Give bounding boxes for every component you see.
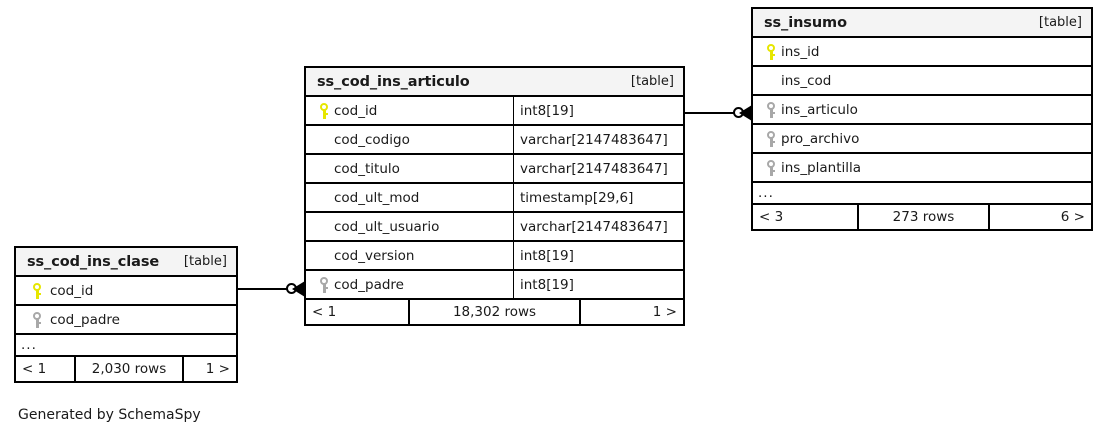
table-header: ss_cod_ins_clase [table] [16, 248, 236, 277]
table-ss_cod_ins_clase[interactable]: ss_cod_ins_clase [table] cod_id cod_padr… [14, 246, 238, 383]
table-title: ss_insumo [764, 14, 847, 31]
footer-child-count[interactable]: 1 > [652, 304, 677, 320]
footer-parent-count[interactable]: < 3 [759, 209, 784, 225]
cardinality-many-marker [292, 281, 305, 297]
column-type: varchar[2147483647] [513, 213, 683, 240]
footer-row-count: 2,030 rows [74, 357, 184, 381]
generated-by-credit: Generated by SchemaSpy [18, 407, 201, 423]
footer-child-count[interactable]: 6 > [1060, 209, 1085, 225]
table-row[interactable]: cod_padre int8[19] [306, 271, 683, 300]
primary-key-icon [761, 43, 781, 60]
primary-key-icon [314, 102, 334, 119]
table-row[interactable]: cod_padre [16, 306, 236, 335]
table-row[interactable]: ins_plantilla [753, 154, 1091, 183]
footer-parent-count[interactable]: < 1 [312, 304, 337, 320]
column-name: ins_plantilla [781, 159, 862, 176]
table-type-tag: [table] [1038, 15, 1082, 30]
column-name: cod_padre [50, 311, 120, 328]
table-row[interactable]: cod_id int8[19] [306, 97, 683, 126]
column-type: varchar[2147483647] [513, 155, 683, 182]
foreign-key-icon [761, 101, 781, 118]
column-name: cod_ult_mod [334, 189, 420, 206]
column-type: int8[19] [513, 242, 683, 269]
column-name: cod_titulo [334, 160, 400, 177]
table-row[interactable]: cod_codigo varchar[2147483647] [306, 126, 683, 155]
table-columns: ins_id ins_cod ins_articulo pro_ar [753, 38, 1091, 229]
table-row[interactable]: cod_titulo varchar[2147483647] [306, 155, 683, 184]
foreign-key-icon [761, 159, 781, 176]
table-header: ss_cod_ins_articulo [table] [306, 68, 683, 97]
more-columns-ellipsis: ... [16, 335, 236, 357]
relationship-line [684, 112, 736, 114]
column-type: timestamp[29,6] [513, 184, 683, 211]
more-columns-ellipsis: ... [753, 183, 1091, 205]
table-row[interactable]: ins_cod [753, 67, 1091, 96]
table-row[interactable]: ins_id [753, 38, 1091, 67]
table-row[interactable]: cod_ult_mod timestamp[29,6] [306, 184, 683, 213]
table-title: ss_cod_ins_articulo [317, 73, 470, 90]
footer-parent-count[interactable]: < 1 [22, 361, 47, 377]
table-footer: < 3 273 rows 6 > [753, 205, 1091, 229]
column-name: ins_articulo [781, 101, 858, 118]
footer-child-count[interactable]: 1 > [205, 361, 230, 377]
table-row[interactable]: cod_ult_usuario varchar[2147483647] [306, 213, 683, 242]
table-header: ss_insumo [table] [753, 9, 1091, 38]
column-name: ins_cod [781, 72, 832, 89]
foreign-key-icon [314, 276, 334, 293]
table-footer: < 1 18,302 rows 1 > [306, 300, 683, 324]
column-name: cod_id [334, 102, 378, 119]
foreign-key-icon [24, 311, 50, 328]
table-columns: cod_id cod_padre ... < 1 2,030 rows 1 > [16, 277, 236, 381]
column-name: cod_ult_usuario [334, 218, 440, 235]
footer-row-count: 18,302 rows [408, 300, 581, 324]
column-name: cod_padre [334, 276, 404, 293]
table-ss_cod_ins_articulo[interactable]: ss_cod_ins_articulo [table] cod_id int8[… [304, 66, 685, 326]
column-name: cod_version [334, 247, 415, 264]
table-row[interactable]: ins_articulo [753, 96, 1091, 125]
table-row[interactable]: cod_id [16, 277, 236, 306]
column-name: ins_id [781, 43, 820, 60]
primary-key-icon [24, 282, 50, 299]
foreign-key-icon [761, 130, 781, 147]
table-title: ss_cod_ins_clase [27, 253, 160, 270]
column-type: int8[19] [513, 97, 683, 124]
table-columns: cod_id int8[19] cod_codigo varchar[21474… [306, 97, 683, 324]
column-name: cod_id [50, 282, 94, 299]
relationship-line [238, 288, 288, 290]
table-footer: < 1 2,030 rows 1 > [16, 357, 236, 381]
table-row[interactable]: pro_archivo [753, 125, 1091, 154]
footer-row-count: 273 rows [857, 205, 990, 229]
table-ss_insumo[interactable]: ss_insumo [table] ins_id ins_cod ins [751, 7, 1093, 231]
column-type: int8[19] [513, 271, 683, 298]
cardinality-many-marker [739, 105, 752, 121]
table-type-tag: [table] [630, 74, 674, 89]
column-name: pro_archivo [781, 130, 860, 147]
column-type: varchar[2147483647] [513, 126, 683, 153]
column-name: cod_codigo [334, 131, 410, 148]
table-type-tag: [table] [183, 254, 227, 269]
table-row[interactable]: cod_version int8[19] [306, 242, 683, 271]
